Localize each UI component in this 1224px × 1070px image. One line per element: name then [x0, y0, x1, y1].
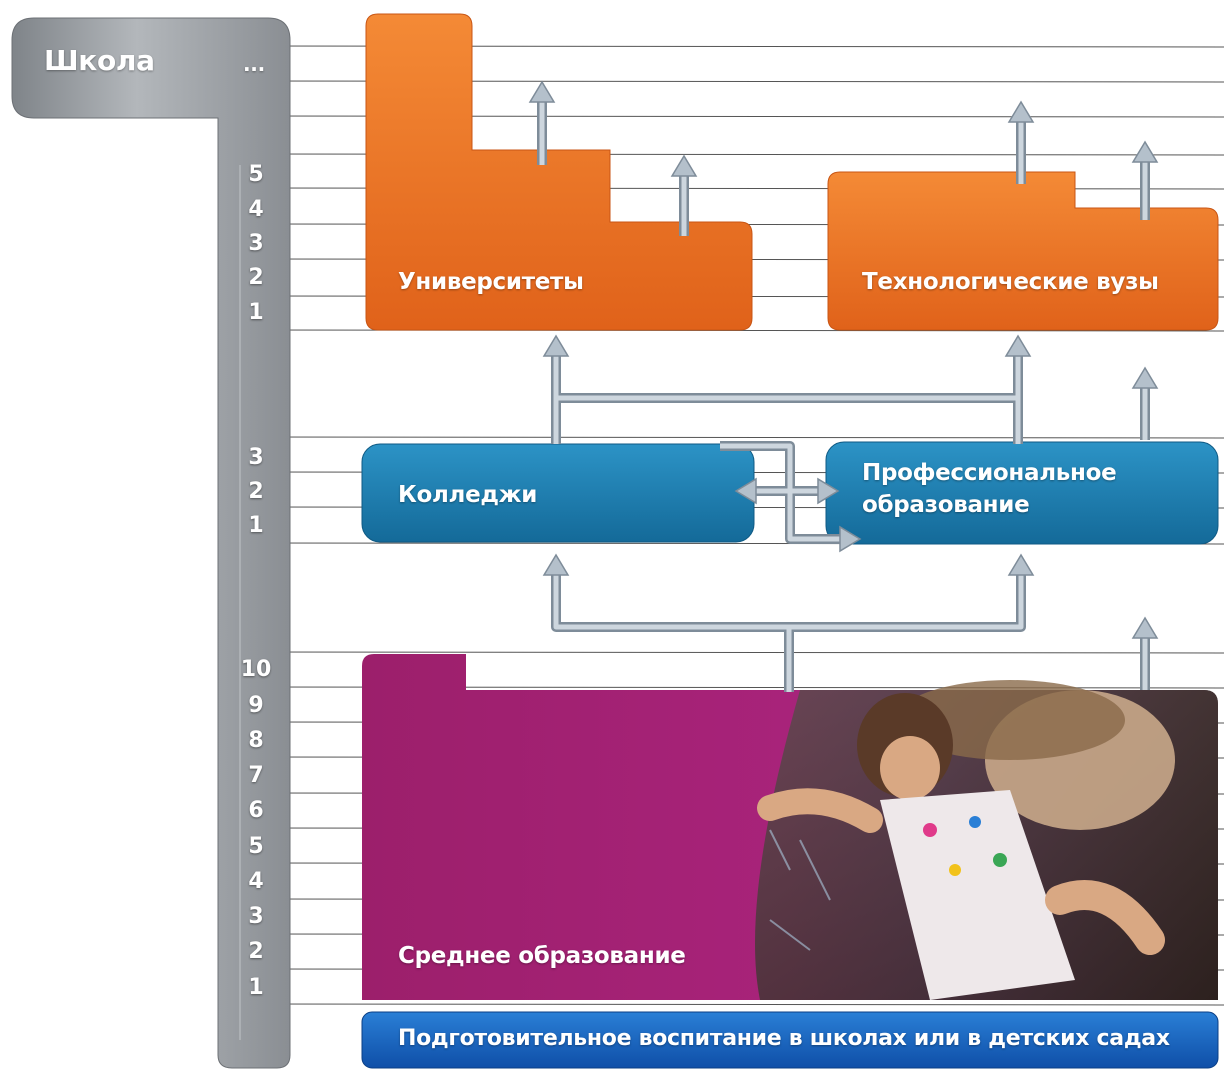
arrow-head	[839, 525, 862, 553]
arrow-head	[542, 553, 570, 576]
ellipsis-label: ...	[243, 52, 265, 76]
grid-line	[221, 651, 1224, 654]
connector-line	[551, 572, 794, 692]
secondary-label: Среднее образование	[398, 943, 686, 969]
year-secondary-9: 9	[248, 693, 264, 718]
arrow-head	[670, 154, 698, 177]
connector-arrows-highlight	[539, 98, 1148, 692]
year-higher-4: 4	[248, 197, 264, 222]
year-secondary-4: 4	[248, 869, 264, 894]
tech-universities-block	[827, 171, 1219, 331]
connector-line	[789, 572, 1026, 632]
year-middle-1: 1	[248, 513, 264, 538]
arrow-head	[1007, 100, 1035, 123]
year-secondary-2: 2	[248, 939, 264, 964]
arrow-head	[542, 334, 570, 357]
connector-line	[789, 572, 1024, 630]
arrow-head	[528, 80, 556, 103]
grid-line	[221, 436, 1224, 439]
arrow-heads	[528, 80, 1159, 639]
year-secondary-5: 5	[248, 834, 264, 859]
year-secondary-7: 7	[248, 763, 264, 788]
school-title: Школа	[44, 44, 155, 77]
year-higher-3: 3	[248, 231, 264, 256]
year-middle-2: 2	[248, 479, 264, 504]
arrow-head	[1131, 140, 1159, 163]
year-secondary-6: 6	[248, 798, 264, 823]
year-secondary-1: 1	[248, 975, 264, 1000]
arrow-head	[1131, 616, 1159, 639]
year-higher-5: 5	[248, 162, 264, 187]
universities-label: Университеты	[398, 269, 584, 295]
preschool-label: Подготовительное воспитание в школах или…	[398, 1026, 1170, 1051]
vocational-label-line2: образование	[862, 492, 1030, 518]
year-higher-2: 2	[248, 265, 264, 290]
universities-block	[365, 13, 753, 331]
arrow-head	[817, 477, 840, 505]
year-secondary-8: 8	[248, 728, 264, 753]
colleges-label: Колледжи	[398, 482, 538, 508]
arrow-head	[1004, 334, 1032, 357]
vocational-label-line1: Профессиональное	[862, 460, 1117, 486]
grid-line	[221, 1003, 1224, 1006]
year-higher-1: 1	[248, 300, 264, 325]
year-middle-3: 3	[248, 445, 264, 470]
classroom-photo	[755, 680, 1218, 1000]
year-secondary-10: 10	[240, 657, 272, 682]
school-bar	[11, 17, 291, 1069]
year-secondary-3: 3	[248, 904, 264, 929]
arrow-head	[1007, 553, 1035, 576]
arrow-head	[734, 477, 757, 505]
arrow-head	[1131, 366, 1159, 389]
tech-universities-label: Технологические вузы	[862, 269, 1159, 295]
connector-line	[553, 572, 792, 692]
preschool-block	[361, 1011, 1219, 1069]
